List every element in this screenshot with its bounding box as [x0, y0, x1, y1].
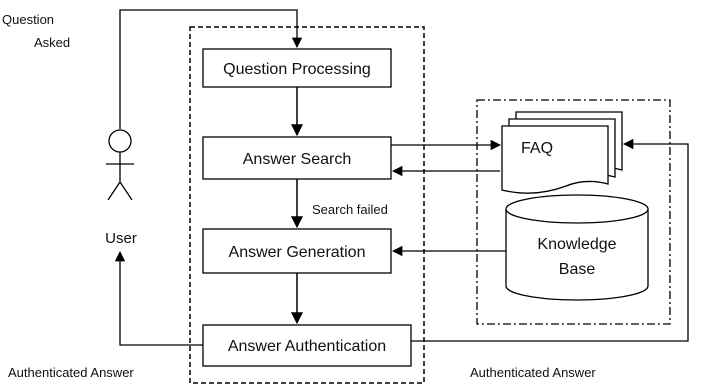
faq-label: FAQ [521, 140, 553, 157]
answer-search-box: Answer Search [202, 136, 392, 180]
user-label: User [105, 230, 137, 247]
question-asked-label-line1: Question [2, 12, 54, 27]
question-processing-box: Question Processing [202, 48, 392, 88]
authenticated-answer-to-user-arrow [114, 250, 203, 346]
authenticated-answer-right-label: Authenticated Answer [470, 365, 596, 380]
answer-search-label: Answer Search [243, 151, 352, 168]
knowledge-base-label-line1: Knowledge [537, 236, 616, 253]
knowledge-base-label-line2: Base [559, 261, 596, 278]
document-stack-icon [501, 111, 623, 194]
answer-authentication-label: Answer Authentication [228, 338, 386, 355]
authenticated-answer-left-label: Authenticated Answer [8, 365, 134, 380]
answer-authentication-box: Answer Authentication [202, 324, 412, 367]
question-asked-label-line2: Asked [34, 35, 70, 50]
system-boundary [189, 26, 425, 384]
answer-generation-box: Answer Generation [202, 228, 392, 274]
answer-generation-label: Answer Generation [229, 244, 366, 261]
resource-boundary [476, 99, 671, 325]
stick-figure-icon [106, 129, 134, 201]
authenticated-answer-to-faq-arrow [411, 138, 689, 342]
search-failed-label: Search failed [312, 202, 388, 217]
database-cylinder-icon [505, 194, 649, 301]
question-processing-label: Question Processing [223, 61, 371, 78]
question-asked-arrow [119, 9, 303, 129]
